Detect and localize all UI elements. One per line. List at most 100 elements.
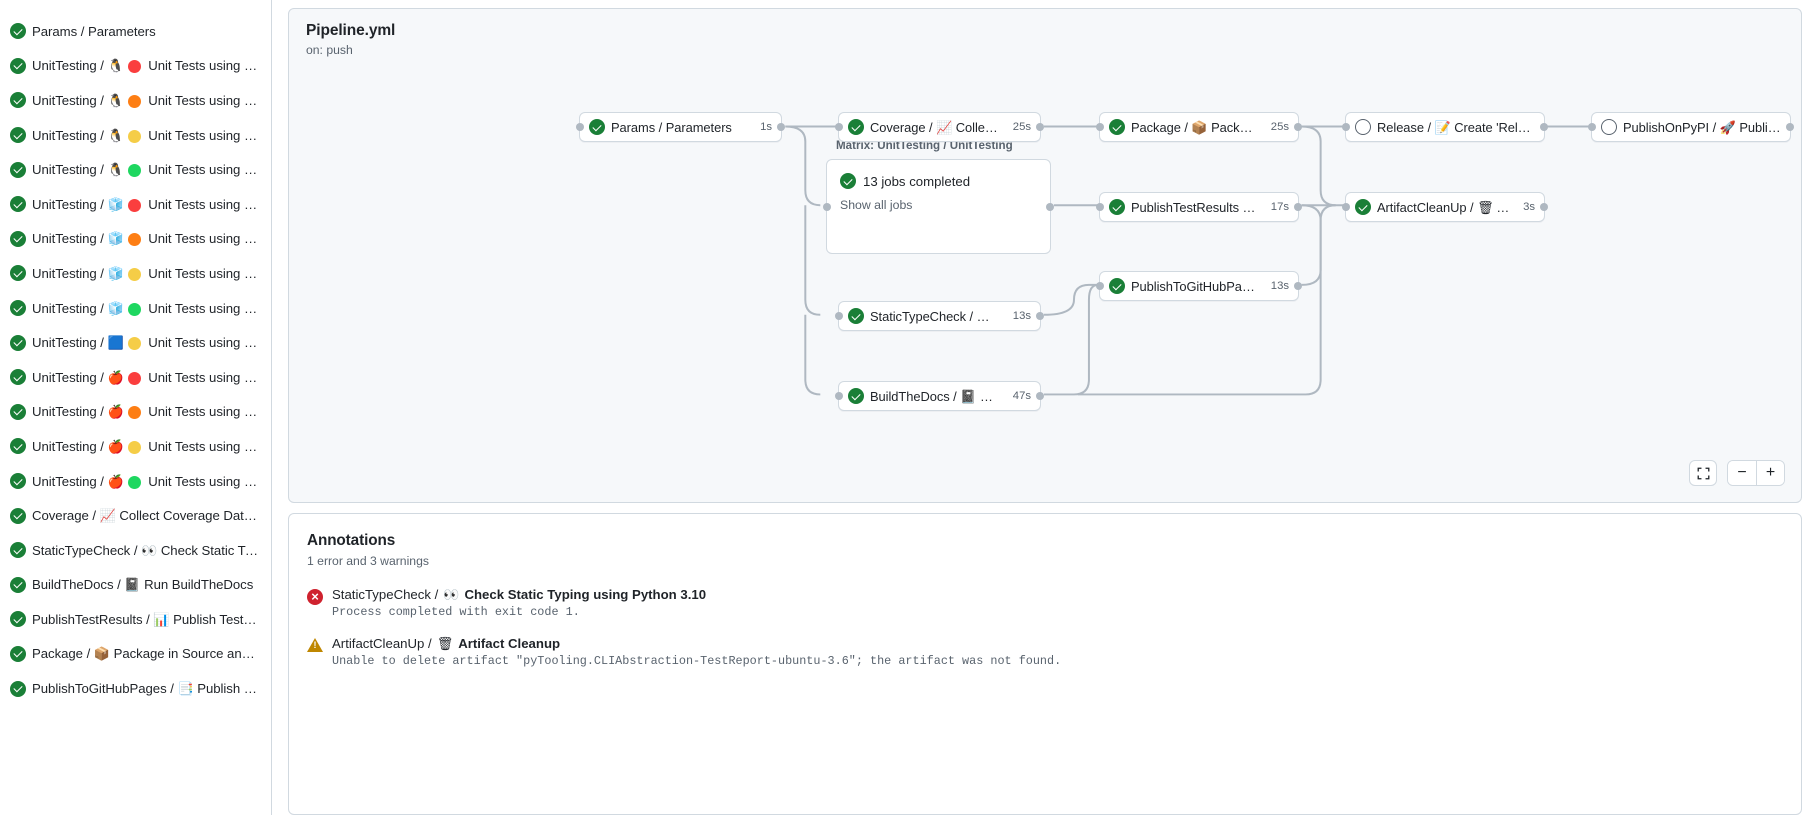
matrix-group[interactable]: Matrix: UnitTesting / UnitTesting 13 job…	[823, 139, 1054, 254]
sidebar-job-label: UnitTesting / 🧊 Unit Tests using Pyth...	[32, 196, 259, 212]
success-icon	[840, 173, 856, 189]
graph-node-statictype[interactable]: StaticTypeCheck / 👀 Chec...13s	[835, 301, 1044, 331]
zoom-in-button[interactable]: +	[1756, 461, 1784, 485]
sidebar-job-item[interactable]: Params / Parameters	[4, 14, 267, 49]
sidebar-job-item[interactable]: UnitTesting / 🐧 Unit Tests using Pyth...	[4, 152, 267, 187]
graph-node-duration: 13s	[1270, 280, 1289, 292]
node-input-port	[1588, 123, 1596, 131]
sidebar-job-item[interactable]: UnitTesting / 🐧 Unit Tests using Pyth...	[4, 118, 267, 153]
node-output-port	[1540, 203, 1548, 211]
python-version-dot-icon	[127, 440, 141, 454]
job-emoji-icon: 🍎	[107, 404, 124, 420]
sidebar-job-item[interactable]: UnitTesting / 🐧 Unit Tests using Pyth...	[4, 83, 267, 118]
graph-node-label: PublishTestResults / 📊 Pu...	[1131, 200, 1259, 215]
graph-node-pypi[interactable]: PublishOnPyPI / 🚀 Publish to ...	[1588, 112, 1794, 142]
graph-node-release[interactable]: Release / 📝 Create 'Release P...	[1342, 112, 1548, 142]
sidebar-job-item[interactable]: UnitTesting / 🍎 Unit Tests using Pyth...	[4, 360, 267, 395]
sidebar-job-item[interactable]: StaticTypeCheck / 👀 Check Static Typing.…	[4, 533, 267, 568]
job-emoji-icon: 📈	[99, 508, 116, 524]
node-input-port	[835, 392, 843, 400]
python-version-dot-icon	[127, 337, 141, 351]
job-emoji-icon: 🧊	[107, 300, 124, 316]
graph-node-label: Params / Parameters	[611, 119, 732, 135]
node-input-port	[1096, 203, 1104, 211]
annotations-summary: 1 error and 3 warnings	[307, 554, 429, 568]
job-emoji-icon: 📦	[93, 646, 110, 662]
python-version-dot-icon	[127, 198, 141, 212]
sidebar-job-item[interactable]: Package / 📦 Package in Source and Wh...	[4, 637, 267, 672]
graph-node-testresults[interactable]: PublishTestResults / 📊 Pu...17s	[1096, 192, 1302, 222]
main-content: Pipeline.yml on: push	[272, 0, 1818, 815]
job-emoji-icon: 🧊	[107, 265, 124, 281]
annotation-step-name: Check Static Typing using Python 3.10	[464, 587, 707, 602]
graph-node-coverage[interactable]: Coverage / 📈 Collect Cove...25s	[835, 112, 1044, 142]
success-icon	[10, 230, 26, 247]
success-icon	[848, 308, 864, 324]
graph-edges	[785, 125, 1590, 396]
sidebar-job-item[interactable]: PublishToGitHubPages / 📑 Publish to G...	[4, 671, 267, 706]
sidebar-job-item[interactable]: UnitTesting / 🧊 Unit Tests using Pyth...	[4, 291, 267, 326]
success-icon	[1109, 119, 1125, 135]
sidebar-job-label: UnitTesting / 🐧 Unit Tests using Pyth...	[32, 127, 259, 143]
python-version-dot-icon	[127, 371, 141, 385]
show-all-jobs-link[interactable]: Show all jobs	[840, 198, 913, 212]
sidebar-job-item[interactable]: UnitTesting / 🐧 Unit Tests using Pyth...	[4, 49, 267, 84]
node-emoji-icon: 👀	[976, 308, 993, 324]
graph-node-artifact[interactable]: ArtifactCleanUp / 🗑 Artifac...3s	[1342, 192, 1548, 222]
workflow-trigger: on: push	[306, 43, 353, 57]
success-icon	[10, 576, 26, 593]
matrix-summary-label: 13 jobs completed	[863, 173, 971, 189]
annotation-severity-icon	[307, 588, 323, 619]
node-emoji-icon: 🗑	[1477, 199, 1494, 215]
zoom-out-button[interactable]: −	[1728, 461, 1756, 485]
annotations-card: Annotations 1 error and 3 warnings Stati…	[288, 513, 1802, 815]
sidebar-job-label: UnitTesting / 🧊 Unit Tests using Pyth...	[32, 231, 259, 247]
node-output-port	[1786, 123, 1794, 131]
zoom-controls[interactable]: − +	[1689, 460, 1785, 486]
graph-node-builddocs[interactable]: BuildTheDocs / 📓 Run Buil...47s	[835, 381, 1044, 411]
sidebar-job-item[interactable]: UnitTesting / 🟦 Unit Tests using Pyth...	[4, 325, 267, 360]
node-input-port	[1342, 123, 1350, 131]
node-input-port	[1342, 203, 1350, 211]
annotation-severity-icon	[307, 637, 323, 668]
zoom-button-group[interactable]: − +	[1727, 460, 1785, 486]
annotation-header[interactable]: StaticTypeCheck / 👀Check Static Typing u…	[332, 587, 707, 602]
matrix-summary-row[interactable]: 13 jobs completed	[840, 173, 1037, 189]
python-version-dot-icon	[127, 164, 141, 178]
sidebar-job-label: UnitTesting / 🍎 Unit Tests using Pyth...	[32, 438, 259, 454]
sidebar-job-item[interactable]: BuildTheDocs / 📓 Run BuildTheDocs	[4, 568, 267, 603]
error-icon	[307, 589, 323, 605]
sidebar-job-item[interactable]: UnitTesting / 🍎 Unit Tests using Pyth...	[4, 464, 267, 499]
sidebar-job-item[interactable]: UnitTesting / 🍎 Unit Tests using Pyth...	[4, 395, 267, 430]
graph-node-ghpages[interactable]: PublishToGitHubPages / 📑 ...13s	[1096, 271, 1302, 301]
fit-screen-button[interactable]	[1689, 460, 1717, 486]
sidebar-job-item[interactable]: UnitTesting / 🧊 Unit Tests using Pyth...	[4, 222, 267, 257]
matrix-input-port	[823, 202, 831, 211]
sidebar-job-item[interactable]: UnitTesting / 🍎 Unit Tests using Pyth...	[4, 429, 267, 464]
success-icon	[10, 334, 26, 351]
sidebar-job-item[interactable]: Coverage / 📈 Collect Coverage Data usi..…	[4, 498, 267, 533]
node-input-port	[835, 312, 843, 320]
sidebar-job-label: PublishTestResults / 📊 Publish Test Resu…	[32, 611, 259, 627]
graph-node-package[interactable]: Package / 📦 Package in So...25s	[1096, 112, 1302, 142]
python-version-dot-icon	[127, 233, 141, 247]
node-input-port	[835, 123, 843, 131]
workflow-graph-card[interactable]: Pipeline.yml on: push	[288, 8, 1802, 503]
sidebar-job-label: UnitTesting / 🍎 Unit Tests using Pyth...	[32, 369, 259, 385]
success-icon	[10, 196, 26, 213]
node-emoji-icon: 🚀	[1719, 119, 1736, 135]
neutral-icon	[1601, 119, 1617, 135]
node-input-port	[1096, 282, 1104, 290]
success-icon	[10, 127, 26, 144]
python-version-dot-icon	[127, 302, 141, 316]
sidebar-job-item[interactable]: UnitTesting / 🧊 Unit Tests using Pyth...	[4, 187, 267, 222]
job-emoji-icon: 🍎	[107, 473, 124, 489]
sidebar-job-item[interactable]: PublishTestResults / 📊 Publish Test Resu…	[4, 602, 267, 637]
annotation-header[interactable]: ArtifactCleanUp / 🗑Artifact Cleanup	[332, 636, 561, 651]
sidebar-job-item[interactable]: UnitTesting / 🧊 Unit Tests using Pyth...	[4, 256, 267, 291]
sidebar-job-label: Params / Parameters	[32, 23, 156, 39]
